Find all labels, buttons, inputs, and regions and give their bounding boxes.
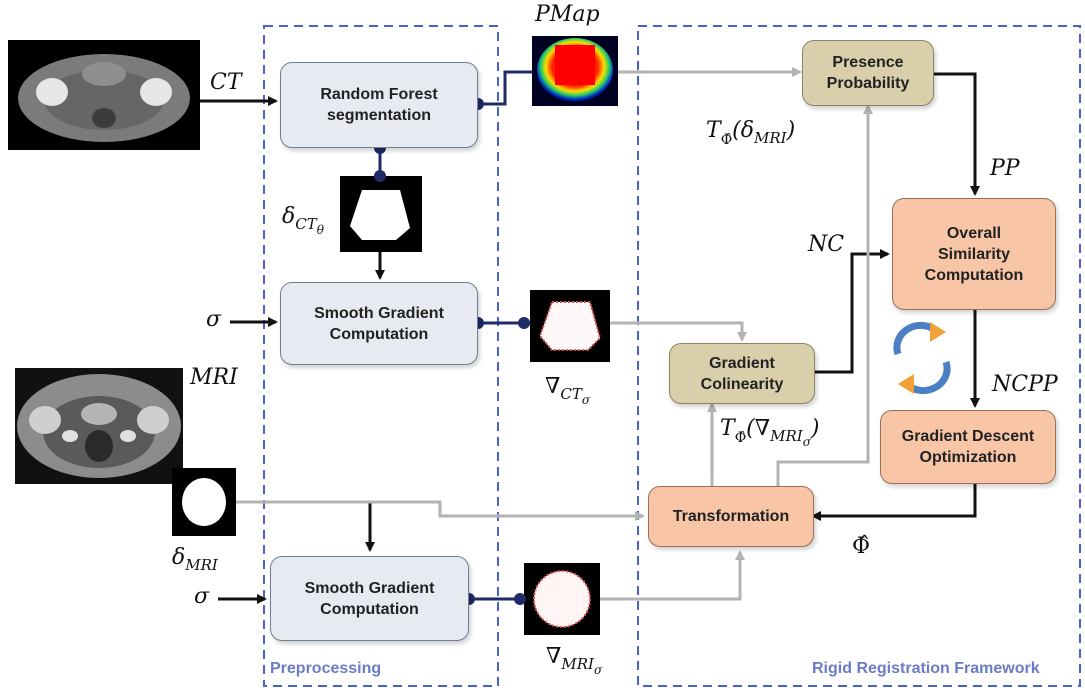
delta-mri-sub: MRI: [185, 556, 218, 574]
pmap-image: [532, 36, 618, 106]
grad-ct-to-colinearity-arrow: [610, 321, 747, 342]
presence-probability-box: Presence Probability: [802, 40, 934, 106]
grad-mri-to-transformation-arrow: [600, 550, 745, 601]
mask-top-dot: [374, 170, 386, 182]
mri-scan-image: [15, 368, 183, 484]
t-grad-arg-subsub: σ: [802, 435, 811, 449]
sigma-ct-label: σ: [206, 307, 222, 332]
smooth-gradient-mri-box: Smooth Gradient Computation: [270, 556, 469, 641]
grad-mri-image: [524, 563, 600, 635]
delta-ct-sub: CT: [295, 215, 317, 233]
pp-label: PP: [990, 156, 1020, 181]
delta-ct-label: δCTθ: [282, 204, 324, 237]
pmap-label: PMap: [535, 2, 600, 27]
smooth-gradient-ct-box: Smooth Gradient Computation: [280, 282, 478, 365]
t-delta-arg: (δ: [732, 118, 754, 143]
delta-mri-mask-image: [172, 468, 236, 536]
gradient-colinearity-box: Gradient Colinearity: [669, 343, 815, 404]
transformation-to-presence-arrow: [776, 104, 873, 486]
t-delta-arg-sub: MRI: [754, 129, 787, 147]
t-grad-t: T: [720, 416, 735, 441]
t-grad-mri-label: TΦ̂(∇MRIσ): [720, 416, 820, 449]
descent-to-transformation-arrow: [811, 484, 977, 521]
rf-to-pmap-connector: [478, 70, 532, 106]
grad-ct-dot: [518, 317, 530, 329]
grad-mri-sub: MRI: [561, 655, 594, 673]
random-forest-box: Random Forest segmentation: [280, 62, 478, 148]
delta-mri-to-smooth-gradient-arrow: [236, 500, 375, 552]
t-delta-mri-label: TΦ̂(δMRI): [706, 118, 796, 148]
presence-to-similarity-arrow: [934, 72, 980, 196]
ct-scan-image: [8, 40, 200, 150]
transformation-box: Transformation: [648, 486, 814, 547]
grad-mri-dot: [514, 593, 526, 605]
grad-ct-subsub: σ: [581, 393, 591, 407]
sigma-mri-label: σ: [194, 584, 210, 609]
grad-ct-label: ∇CTσ: [545, 374, 590, 407]
grad-mri-symbol: ∇: [546, 644, 562, 669]
t-grad-arg: (∇: [746, 416, 771, 441]
preprocessing-title: Preprocessing: [270, 660, 382, 677]
delta-ct-subsub: θ: [316, 223, 324, 237]
colinearity-to-similarity-arrow: [815, 249, 890, 374]
t-delta-phi: Φ̂: [720, 132, 733, 148]
grad-ct-sub: CT: [560, 385, 582, 403]
rigid-registration-title: Rigid Registration Framework: [812, 660, 1040, 677]
preprocessing-frame: [263, 25, 499, 687]
phi-hat-label: Φ̂: [852, 534, 871, 559]
delta-mri-label: δMRI: [172, 545, 218, 574]
t-delta-close: ): [786, 118, 796, 143]
grad-mri-subsub: σ: [593, 663, 603, 677]
delta-mri-to-transformation-arrow: [236, 500, 645, 521]
grad-mri-label: ∇MRIσ: [546, 644, 602, 677]
delta-mri-symbol: δ: [172, 545, 186, 570]
nc-label: NC: [808, 232, 845, 257]
rigid-registration-frame: [637, 25, 1081, 687]
delta-ct-symbol: δ: [282, 204, 296, 229]
t-grad-phi: Φ̂: [734, 430, 747, 446]
grad-ct-symbol: ∇: [545, 374, 561, 399]
ncpp-label: NCPP: [992, 372, 1058, 397]
mri-label: MRI: [190, 365, 238, 390]
ct-label: CT: [210, 70, 242, 95]
overall-similarity-box: Overall Similarity Computation: [892, 198, 1056, 310]
gradient-descent-box: Gradient Descent Optimization: [880, 410, 1056, 484]
t-delta-t: T: [706, 118, 721, 143]
t-grad-close: ): [810, 416, 820, 441]
t-grad-arg-sub: MRI: [770, 427, 803, 445]
delta-ct-mask-image: [340, 176, 422, 252]
cycle-icon: [893, 321, 951, 395]
grad-ct-image: [530, 290, 610, 362]
